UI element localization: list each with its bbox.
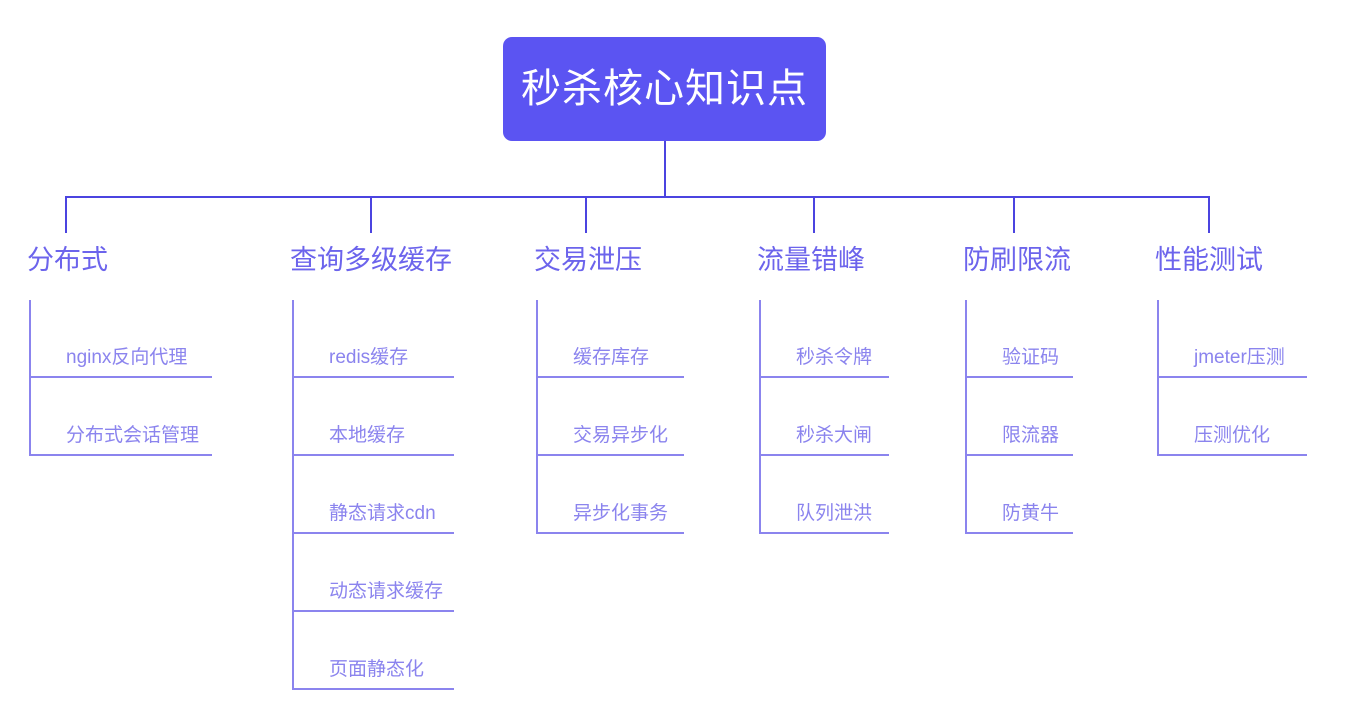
- leaf-label: 缓存库存: [573, 347, 650, 369]
- branch-label[interactable]: 分布式: [27, 245, 108, 275]
- leaf-label: 秒杀令牌: [796, 347, 873, 369]
- branch-drop-connector: [1013, 196, 1015, 233]
- leaf-item[interactable]: 本地缓存: [294, 378, 454, 456]
- leaf-item[interactable]: 缓存库存: [538, 300, 684, 378]
- leaf-item[interactable]: nginx反向代理: [31, 300, 212, 378]
- leaf-item[interactable]: 队列泄洪: [761, 456, 889, 534]
- leaf-label: 页面静态化: [329, 659, 425, 681]
- leaf-label: 动态请求缓存: [329, 581, 444, 603]
- leaf-item[interactable]: jmeter压测: [1159, 300, 1307, 378]
- leaf-label: 交易异步化: [573, 425, 669, 447]
- branch-label[interactable]: 防刷限流: [963, 245, 1071, 275]
- leaf-list: 验证码限流器防黄牛: [965, 300, 1073, 534]
- leaf-item[interactable]: 动态请求缓存: [294, 534, 454, 612]
- leaf-label: 压测优化: [1194, 425, 1271, 447]
- leaf-item[interactable]: 压测优化: [1159, 378, 1307, 456]
- leaf-item[interactable]: 防黄牛: [967, 456, 1073, 534]
- leaf-item[interactable]: 验证码: [967, 300, 1073, 378]
- leaf-list: jmeter压测压测优化: [1157, 300, 1307, 456]
- leaf-label: 分布式会话管理: [66, 425, 200, 447]
- root-trunk-connector: [664, 141, 666, 198]
- leaf-item[interactable]: 秒杀令牌: [761, 300, 889, 378]
- leaf-list: 缓存库存交易异步化异步化事务: [536, 300, 684, 534]
- branch-drop-connector: [1208, 196, 1210, 233]
- leaf-item[interactable]: 限流器: [967, 378, 1073, 456]
- leaf-label: 静态请求cdn: [329, 503, 436, 525]
- leaf-list: 秒杀令牌秒杀大闸队列泄洪: [759, 300, 889, 534]
- leaf-label: 异步化事务: [573, 503, 669, 525]
- leaf-label: 验证码: [1002, 347, 1060, 369]
- root-node[interactable]: 秒杀核心知识点: [503, 37, 826, 141]
- leaf-item[interactable]: 秒杀大闸: [761, 378, 889, 456]
- leaf-item[interactable]: redis缓存: [294, 300, 454, 378]
- leaf-list: nginx反向代理分布式会话管理: [29, 300, 212, 456]
- branch-drop-connector: [65, 196, 67, 233]
- branch-label[interactable]: 性能测试: [1155, 245, 1263, 275]
- branch-drop-connector: [370, 196, 372, 233]
- leaf-item[interactable]: 页面静态化: [294, 612, 454, 690]
- branch-label[interactable]: 查询多级缓存: [290, 245, 452, 275]
- branch-label[interactable]: 交易泄压: [534, 245, 642, 275]
- leaf-label: nginx反向代理: [66, 347, 188, 369]
- leaf-label: 本地缓存: [329, 425, 406, 447]
- leaf-label: 防黄牛: [1002, 503, 1060, 525]
- leaf-item[interactable]: 静态请求cdn: [294, 456, 454, 534]
- leaf-item[interactable]: 分布式会话管理: [31, 378, 212, 456]
- branch-drop-connector: [585, 196, 587, 233]
- leaf-item[interactable]: 交易异步化: [538, 378, 684, 456]
- leaf-item[interactable]: 异步化事务: [538, 456, 684, 534]
- leaf-label: redis缓存: [329, 347, 409, 369]
- leaf-list: redis缓存本地缓存静态请求cdn 动态请求缓存页面静态化: [292, 300, 454, 690]
- branch-bus-connector: [65, 196, 1210, 198]
- leaf-label: 限流器: [1002, 425, 1060, 447]
- leaf-label: 队列泄洪: [796, 503, 873, 525]
- branch-label[interactable]: 流量错峰: [757, 245, 865, 275]
- leaf-label: jmeter压测: [1194, 347, 1285, 369]
- leaf-label: 秒杀大闸: [796, 425, 873, 447]
- root-node-label: 秒杀核心知识点: [521, 67, 808, 111]
- branch-drop-connector: [813, 196, 815, 233]
